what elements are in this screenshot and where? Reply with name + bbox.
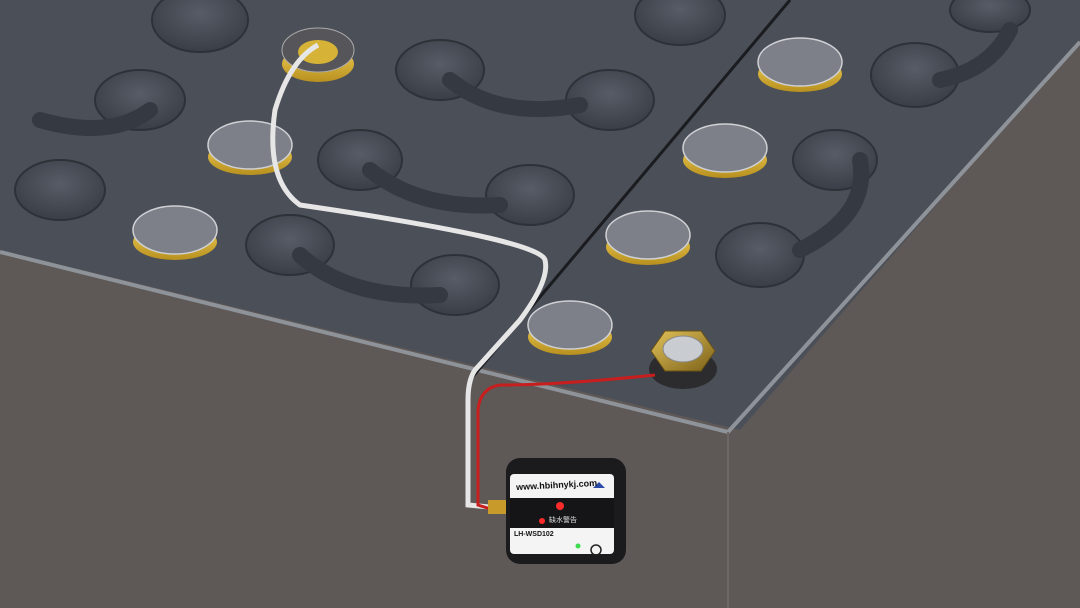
terminals <box>14 0 1031 316</box>
device-model: LH-WSD102 <box>514 531 554 538</box>
alarm-led-small <box>539 518 545 524</box>
vent-caps <box>132 27 843 355</box>
brass-terminal-sensor <box>649 330 717 389</box>
ground-symbol-icon <box>590 544 602 556</box>
device-indicator-text: 缺水警告 <box>549 517 577 524</box>
red-wire <box>476 373 656 514</box>
brand-logo-icon <box>593 482 605 488</box>
wire-connector <box>488 500 508 514</box>
white-sensor-wire <box>270 42 549 511</box>
alarm-led-large <box>556 502 564 510</box>
status-led <box>575 543 581 549</box>
connector-straps <box>32 22 1018 304</box>
level-sensor-device <box>506 458 626 564</box>
